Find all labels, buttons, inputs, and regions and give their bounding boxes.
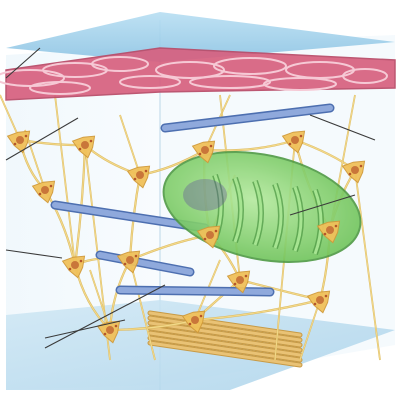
cell-granule [145, 170, 148, 173]
cell-granule [289, 143, 292, 146]
cell-granule [79, 148, 82, 151]
cell-granule [325, 295, 328, 298]
cell-nucleus [136, 171, 144, 179]
cell-granule [234, 283, 237, 286]
cell-granule [50, 185, 53, 188]
cell-granule [245, 275, 248, 278]
cell-granule [189, 323, 192, 326]
cell-granule [124, 263, 127, 266]
cell-nucleus [201, 146, 209, 154]
cell-granule [80, 260, 83, 263]
cell-granule [199, 153, 202, 156]
cell-nucleus [206, 231, 214, 239]
cell-granule [134, 178, 137, 181]
cell-nucleus [106, 326, 114, 334]
cell-granule [69, 268, 72, 271]
cell-granule [314, 303, 317, 306]
cell-nucleus [191, 316, 199, 324]
cell-nucleus [326, 226, 334, 234]
cell-nucleus [236, 276, 244, 284]
cell-granule [324, 233, 327, 236]
cell-nucleus [81, 141, 89, 149]
cell-nucleus [126, 256, 134, 264]
cell-granule [39, 193, 42, 196]
cell-granule [300, 135, 303, 138]
cell-granule [25, 135, 28, 138]
cell-nucleus [316, 296, 324, 304]
cell-granule [104, 333, 107, 336]
cell-granule [215, 230, 218, 233]
tubule [120, 290, 270, 292]
cell-granule [360, 165, 363, 168]
cell-granule [204, 238, 207, 241]
cell-nucleus [41, 186, 49, 194]
cell-nucleus [71, 261, 79, 269]
organelle-shadow [183, 179, 227, 211]
cell-nucleus [351, 166, 359, 174]
cell-nucleus [291, 136, 299, 144]
cell-granule [14, 143, 17, 146]
cell-granule [90, 140, 93, 143]
cell-granule [335, 225, 338, 228]
cell-granule [349, 173, 352, 176]
cell-granule [200, 315, 203, 318]
cell-nucleus [16, 136, 24, 144]
cell-granule [135, 255, 138, 258]
cell-granule [115, 325, 118, 328]
cell-granule [210, 145, 213, 148]
